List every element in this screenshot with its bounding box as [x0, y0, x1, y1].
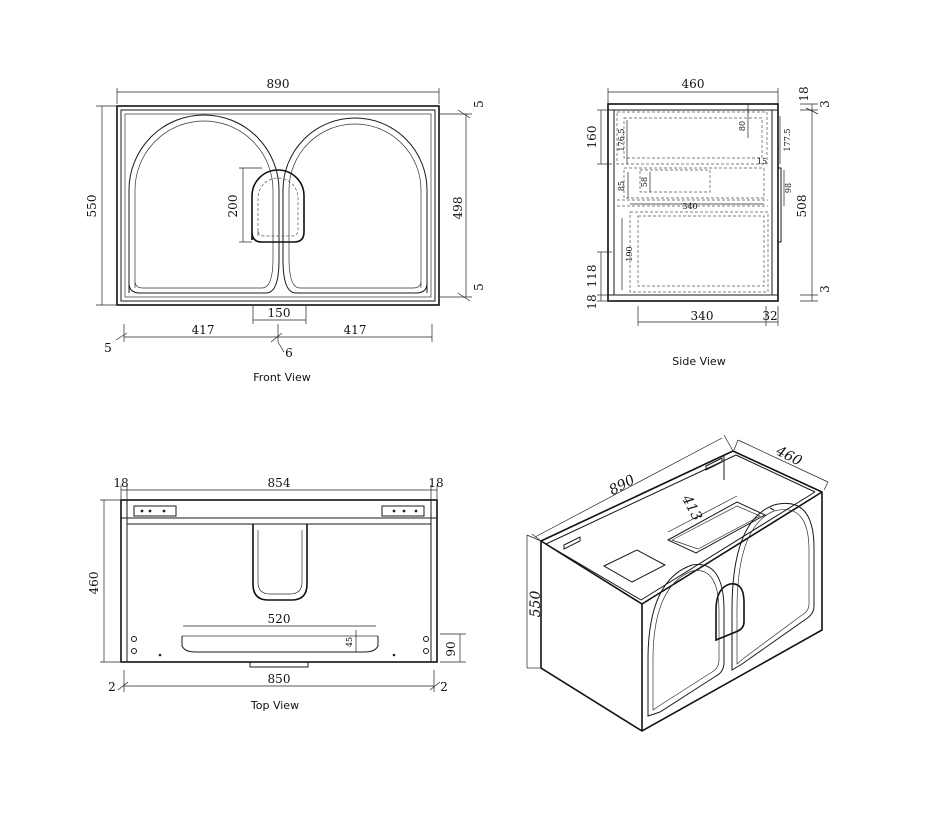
side-inner-top-label: 176.5	[617, 129, 626, 152]
side-view: 460 18 3 508 3 160 176.5 80 177.5 15 85 …	[585, 77, 832, 368]
front-top-gap-label: 5	[472, 100, 486, 108]
side-15-label: 15	[757, 157, 767, 166]
top-view-caption: Top View	[250, 699, 299, 712]
top-inner-width-label: 854	[268, 476, 291, 490]
side-190-label: 190	[625, 246, 634, 261]
front-center-gap-label: 150	[268, 306, 291, 320]
side-bottom-118-label: 118	[585, 265, 599, 288]
front-cutout-height-label: 200	[226, 195, 240, 218]
front-height-label: 550	[85, 195, 99, 218]
iso-cutout	[715, 583, 745, 642]
top-tray-width-label: 520	[268, 612, 291, 626]
side-bottom-depth-label: 340	[691, 309, 714, 323]
side-drawer-top-height-label: 160	[585, 126, 599, 149]
iso-view: 890 460 550 413	[526, 434, 829, 732]
side-inner-top-right-label: 177.5	[783, 129, 792, 152]
front-width-label: 890	[267, 77, 290, 91]
iso-width-label: 890	[607, 472, 638, 499]
right-arch-door	[282, 117, 428, 294]
side-top-thickness-label: 18	[797, 86, 811, 101]
top-depth-label: 460	[87, 572, 101, 595]
side-85-label: 85	[617, 181, 626, 191]
side-58-label: 58	[640, 177, 649, 187]
top-front-depth-label: 90	[444, 641, 458, 656]
top-left-side-label: 18	[113, 476, 128, 490]
top-tray-offset-label: 45	[345, 637, 354, 647]
side-view-caption: Side View	[672, 355, 725, 368]
side-bottom-back-label: 32	[762, 309, 777, 323]
top-u-cutout	[252, 524, 308, 601]
side-drawer-front-label: 508	[795, 195, 809, 218]
top-left-gap-label: 2	[108, 680, 116, 694]
front-left-edge-label: 5	[104, 341, 112, 355]
side-98-label: 98	[784, 183, 793, 193]
top-right-gap-label: 2	[440, 680, 448, 694]
left-arch-door	[128, 114, 280, 294]
side-bottom-offset-label: 3	[818, 285, 832, 293]
top-tray	[181, 636, 379, 653]
side-80-label: 80	[738, 121, 747, 131]
side-depth-label: 460	[682, 77, 705, 91]
iso-left-arch	[647, 564, 725, 717]
side-340-inner-label: 340	[682, 202, 697, 211]
side-top-offset-label: 3	[818, 100, 832, 108]
arch-cutout	[251, 169, 305, 243]
front-left-segment-label: 417	[192, 323, 215, 337]
front-view: 890 550 498 5 5 200 150 417 417	[85, 77, 486, 384]
front-view-caption: Front View	[253, 371, 310, 384]
top-right-side-label: 18	[428, 476, 443, 490]
front-bottom-gap-label: 5	[472, 283, 486, 291]
side-bottom-18-label: 18	[585, 294, 599, 309]
top-bottom-width-label: 850	[268, 672, 291, 686]
iso-height-label: 550	[528, 591, 544, 618]
front-center-edge-label: 6	[285, 346, 293, 360]
iso-right-arch	[731, 503, 815, 671]
iso-inner-label: 413	[678, 492, 705, 524]
iso-depth-label: 460	[772, 443, 804, 470]
front-right-segment-label: 417	[344, 323, 367, 337]
front-inner-height-label: 498	[451, 197, 465, 220]
top-view: 18 854 18 460 520 45 90 850 2 2 Top View	[87, 476, 466, 712]
